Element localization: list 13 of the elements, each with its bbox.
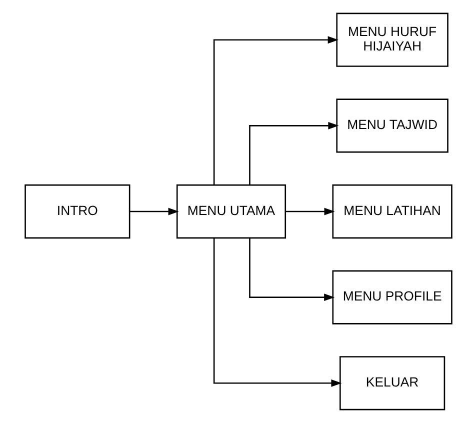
node-box: KELUAR: [339, 356, 445, 410]
arrow: [212, 238, 342, 387]
node-box: MENU HURUF HIJAIYAH: [336, 12, 448, 67]
arrow: [248, 238, 334, 302]
node-box: MENU PROFILE: [332, 270, 452, 324]
node-box: MENU UTAMA: [176, 184, 286, 239]
arrow: [248, 122, 338, 185]
node-box: INTRO: [24, 184, 130, 239]
arrow: [285, 208, 334, 216]
arrow: [212, 36, 338, 186]
arrow: [129, 208, 178, 216]
node-box: MENU TAJWID: [336, 98, 448, 153]
node-box: MENU LATIHAN: [332, 184, 452, 239]
